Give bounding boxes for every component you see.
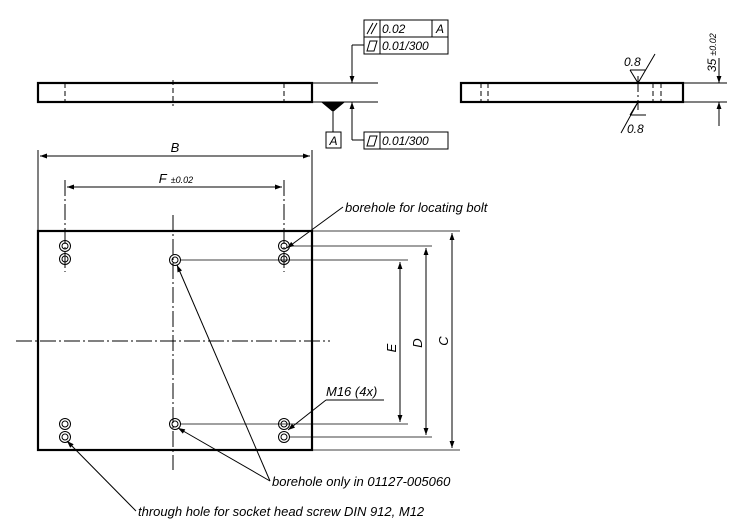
datum-letter: A	[328, 134, 337, 148]
dimension-B: B	[171, 140, 180, 155]
hole-pair-bottom-right	[278, 418, 290, 443]
parallelism-value: 0.02	[382, 22, 406, 36]
callout-locating-bolt-label: borehole for locating bolt	[345, 200, 489, 215]
callout-borehole-only-label: borehole only in 01127-005060	[272, 474, 451, 489]
side-view-plate-right	[459, 81, 685, 104]
thickness-dimension: 35±0.02	[705, 33, 719, 72]
dimension-F: F±0.02	[159, 171, 193, 186]
callout-thread-label: M16 (4x)	[326, 384, 377, 399]
flatness-icon-bottom	[366, 135, 378, 147]
callout-through-hole: through hole for socket head screw DIN 9…	[66, 440, 425, 519]
side-view-left: A	[36, 80, 378, 149]
flatness-value-top: 0.01/300	[382, 39, 429, 53]
callout-locating-bolt: borehole for locating bolt	[286, 200, 489, 249]
tolerance-frame-top: 0.02 A 0.01/300	[349, 19, 449, 83]
dimension-C: C	[436, 336, 451, 346]
flatness-icon	[366, 40, 378, 52]
hole-pair-top-left	[59, 240, 71, 265]
callout-through-hole-label: through hole for socket head screw DIN 9…	[138, 504, 425, 519]
flatness-value-bottom: 0.01/300	[382, 134, 429, 148]
side-view-right: 0.8 0.8 35±0.02	[459, 33, 727, 136]
dimension-E: E	[384, 343, 399, 352]
surface-finish-top: 0.8	[624, 55, 641, 69]
datum-triangle	[321, 102, 345, 112]
borehole-middle-top	[169, 254, 181, 266]
surface-finish-bottom: 0.8	[627, 122, 644, 136]
parallelism-datum: A	[435, 22, 444, 36]
callout-borehole-only: borehole only in 01127-005060	[176, 264, 451, 489]
surface-finish-top-icon	[629, 53, 656, 84]
datum-box	[325, 131, 342, 149]
callout-thread: M16 (4x)	[287, 384, 384, 431]
side-view-plate	[36, 81, 314, 104]
parallelism-icon	[366, 22, 378, 35]
borehole-middle-bottom	[169, 418, 181, 430]
surface-finish-bottom-icon	[620, 101, 639, 134]
hole-pair-bottom-left	[59, 418, 71, 443]
plan-view: E D C B F±0.02	[16, 140, 460, 470]
dimension-D: D	[410, 338, 425, 347]
tolerance-frame-bottom: 0.01/300	[349, 102, 449, 150]
